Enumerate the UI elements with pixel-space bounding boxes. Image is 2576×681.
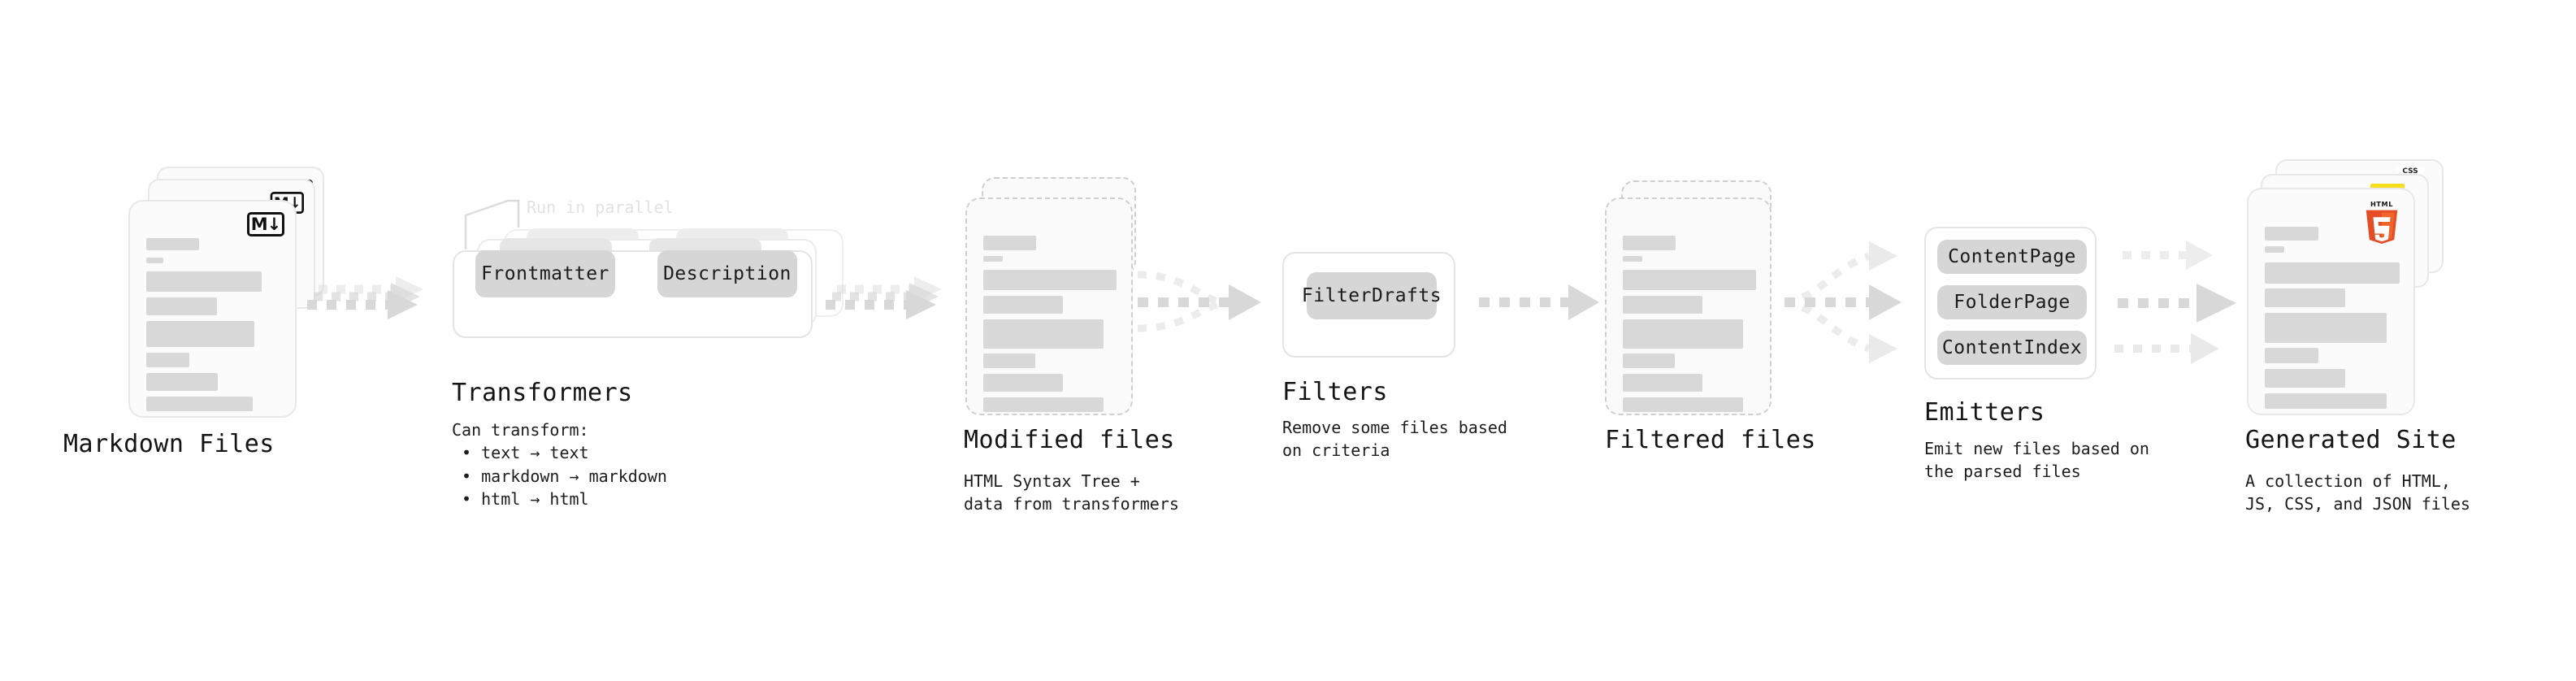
emitter-chip-folderpage[interactable]: FolderPage bbox=[1937, 285, 2087, 319]
placeholder-line bbox=[983, 374, 1063, 392]
stage-title-generated-site: Generated Site bbox=[2245, 426, 2457, 454]
placeholder-line bbox=[983, 296, 1063, 314]
placeholder-line bbox=[2265, 227, 2318, 241]
chip-label: FilterDrafts bbox=[1301, 285, 1442, 306]
placeholder-line bbox=[2265, 262, 2400, 284]
placeholder-line bbox=[983, 354, 1035, 368]
placeholder-line bbox=[2265, 348, 2318, 363]
stage-subtitle-transformers: Can transform: • text → text • markdown … bbox=[452, 420, 667, 510]
placeholder-line bbox=[2265, 313, 2387, 343]
placeholder-line bbox=[146, 271, 262, 292]
placeholder-line bbox=[1623, 270, 1756, 290]
markdown-card-front: M↓ bbox=[128, 200, 297, 418]
placeholder-line bbox=[2265, 369, 2345, 388]
transformer-chip-frontmatter[interactable]: Frontmatter bbox=[475, 250, 615, 297]
placeholder-line bbox=[1623, 319, 1743, 349]
site-card-front: HTML bbox=[2247, 188, 2415, 415]
filters-group: FilterDrafts bbox=[1282, 252, 1455, 358]
chip-label: FolderPage bbox=[1954, 292, 2071, 313]
placeholder-line bbox=[1623, 236, 1676, 250]
placeholder-line bbox=[1623, 397, 1743, 412]
emitters-group: ContentPage FolderPage ContentIndex bbox=[1924, 227, 2097, 380]
stage-title-transformers: Transformers bbox=[452, 379, 633, 407]
placeholder-line bbox=[146, 321, 254, 347]
stage-title-modified-files: Modified files bbox=[964, 426, 1175, 454]
placeholder-line bbox=[146, 258, 163, 263]
placeholder-line bbox=[146, 373, 218, 391]
modified-card-front bbox=[965, 197, 1133, 415]
placeholder-line bbox=[983, 270, 1117, 290]
markdown-badge: M↓ bbox=[247, 212, 284, 236]
placeholder-line bbox=[146, 297, 217, 315]
placeholder-line bbox=[146, 353, 189, 367]
placeholder-line bbox=[2265, 288, 2345, 307]
filter-chip-filterdrafts[interactable]: FilterDrafts bbox=[1302, 272, 1442, 319]
placeholder-line bbox=[1623, 296, 1702, 314]
placeholder-line bbox=[983, 397, 1104, 412]
placeholder-line bbox=[2265, 393, 2387, 409]
stage-subtitle-modified-files: HTML Syntax Tree + data from transformer… bbox=[964, 471, 1179, 514]
stage-title-filtered-files: Filtered files bbox=[1605, 426, 1816, 454]
chip-label: ContentIndex bbox=[1941, 337, 2083, 358]
filtered-card-front bbox=[1605, 197, 1772, 415]
html5-icon: HTML bbox=[2366, 200, 2398, 244]
placeholder-line bbox=[983, 256, 1003, 262]
placeholder-line bbox=[1623, 256, 1642, 262]
transformer-group-front: Frontmatter Description bbox=[453, 250, 813, 338]
chip-label: Frontmatter bbox=[481, 263, 609, 284]
chip-label: ContentPage bbox=[1948, 246, 2076, 267]
run-in-parallel-label: Run in parallel bbox=[527, 197, 674, 217]
stage-subtitle-generated-site: A collection of HTML, JS, CSS, and JSON … bbox=[2245, 471, 2470, 514]
stage-title-filters: Filters bbox=[1282, 378, 1388, 406]
placeholder-line bbox=[1623, 374, 1702, 392]
svg-text:HTML: HTML bbox=[2370, 200, 2393, 208]
placeholder-line bbox=[983, 319, 1104, 349]
placeholder-line bbox=[146, 238, 199, 250]
chip-label: Description bbox=[663, 263, 791, 284]
placeholder-line bbox=[1623, 354, 1675, 368]
stage-subtitle-emitters: Emit new files based on the parsed files bbox=[1924, 439, 2149, 482]
stage-subtitle-filters: Remove some files based on criteria bbox=[1282, 418, 1507, 461]
emitter-chip-contentpage[interactable]: ContentPage bbox=[1937, 240, 2087, 274]
stage-title-markdown-files: Markdown Files bbox=[63, 430, 275, 458]
placeholder-line bbox=[2265, 246, 2284, 253]
transformer-chip-description[interactable]: Description bbox=[657, 250, 797, 297]
stage-title-emitters: Emitters bbox=[1924, 398, 2045, 427]
placeholder-line bbox=[983, 236, 1036, 250]
emitter-chip-contentindex[interactable]: ContentIndex bbox=[1937, 331, 2087, 365]
placeholder-line bbox=[146, 397, 253, 411]
